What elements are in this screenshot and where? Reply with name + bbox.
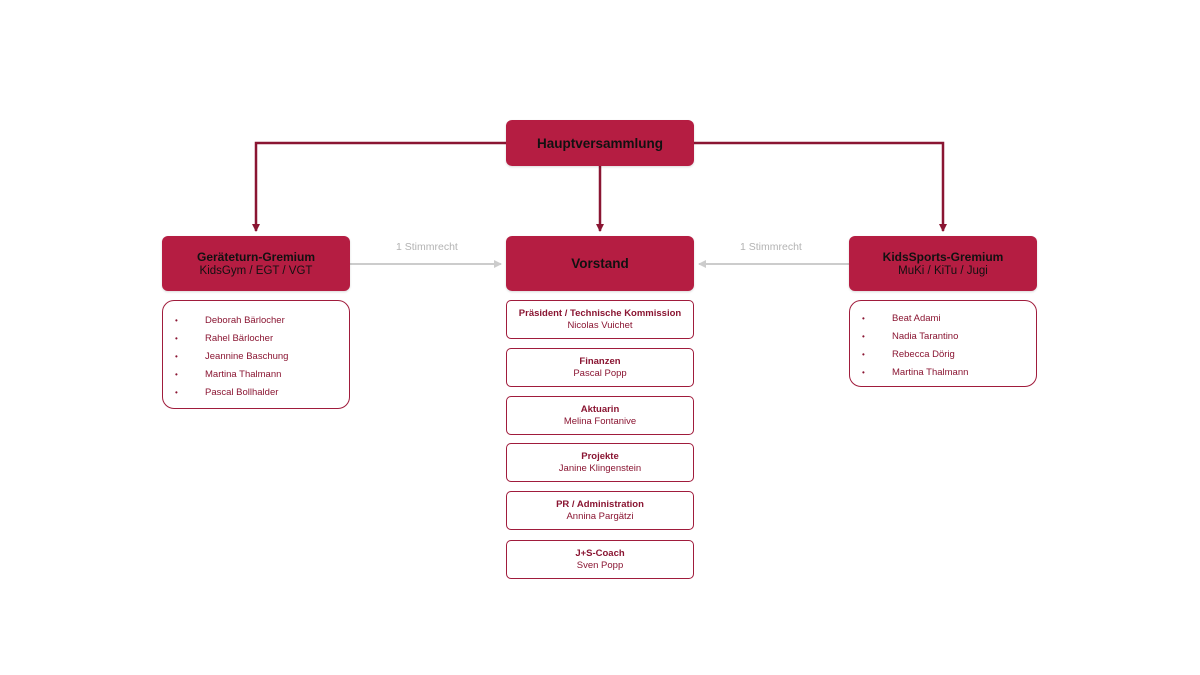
role-title: Aktuarin xyxy=(580,403,620,415)
left-committee-box: Geräteturn-Gremium KidsGym / EGT / VGT xyxy=(162,236,350,291)
right-committee-title: KidsSports-Gremium xyxy=(882,249,1004,264)
hauptversammlung-title: Hauptversammlung xyxy=(536,135,664,151)
role-person: Annina Pargätzi xyxy=(566,510,634,522)
role-person: Janine Klingenstein xyxy=(558,462,642,474)
role-title: Projekte xyxy=(581,450,619,462)
hauptversammlung-box: Hauptversammlung xyxy=(506,120,694,166)
arrow-to-left-committee xyxy=(252,141,506,232)
board-role-box: J+S-Coach Sven Popp xyxy=(506,540,694,579)
list-item: •Rebecca Dörig xyxy=(850,346,1036,364)
board-role-box: Projekte Janine Klingenstein xyxy=(506,443,694,482)
bullet-icon: • xyxy=(175,316,178,325)
bullet-icon: • xyxy=(175,352,178,361)
vorstand-box: Vorstand xyxy=(506,236,694,291)
board-role-box: PR / Administration Annina Pargätzi xyxy=(506,491,694,530)
right-committee-box: KidsSports-Gremium MuKi / KiTu / Jugi xyxy=(849,236,1037,291)
list-item: •Beat Adami xyxy=(850,310,1036,328)
role-person: Pascal Popp xyxy=(573,367,627,379)
vote-label-left: 1 Stimmrecht xyxy=(396,241,458,253)
role-person: Melina Fontanive xyxy=(563,415,637,427)
right-committee-members: •Beat Adami •Nadia Tarantino •Rebecca Dö… xyxy=(849,300,1037,387)
list-item: •Nadia Tarantino xyxy=(850,328,1036,346)
bullet-icon: • xyxy=(175,334,178,343)
role-title: Präsident / Technische Kommission xyxy=(518,307,682,319)
list-item: •Martina Thalmann xyxy=(163,366,349,384)
bullet-icon: • xyxy=(175,370,178,379)
bullet-icon: • xyxy=(175,388,178,397)
bullet-icon: • xyxy=(862,368,865,377)
bullet-icon: • xyxy=(862,332,865,341)
role-title: J+S-Coach xyxy=(575,547,625,559)
list-item: •Rahel Bärlocher xyxy=(163,330,349,348)
role-person: Sven Popp xyxy=(576,559,624,571)
role-title: Finanzen xyxy=(579,355,621,367)
role-title: PR / Administration xyxy=(556,498,644,510)
left-committee-members: •Deborah Bärlocher •Rahel Bärlocher •Jea… xyxy=(162,300,350,409)
left-committee-subtitle: KidsGym / EGT / VGT xyxy=(199,264,313,277)
left-committee-title: Geräteturn-Gremium xyxy=(196,249,316,264)
board-role-box: Präsident / Technische Kommission Nicola… xyxy=(506,300,694,339)
list-item: •Martina Thalmann xyxy=(850,364,1036,382)
role-person: Nicolas Vuichet xyxy=(567,319,633,331)
bullet-icon: • xyxy=(862,314,865,323)
board-role-box: Finanzen Pascal Popp xyxy=(506,348,694,387)
list-item: •Pascal Bollhalder xyxy=(163,384,349,402)
vote-label-right: 1 Stimmrecht xyxy=(740,241,802,253)
bullet-icon: • xyxy=(862,350,865,359)
right-committee-subtitle: MuKi / KiTu / Jugi xyxy=(898,264,988,277)
arrow-to-right-committee xyxy=(694,141,947,232)
vorstand-title: Vorstand xyxy=(571,256,629,271)
list-item: •Jeannine Baschung xyxy=(163,348,349,366)
board-role-box: Aktuarin Melina Fontanive xyxy=(506,396,694,435)
list-item: •Deborah Bärlocher xyxy=(163,312,349,330)
